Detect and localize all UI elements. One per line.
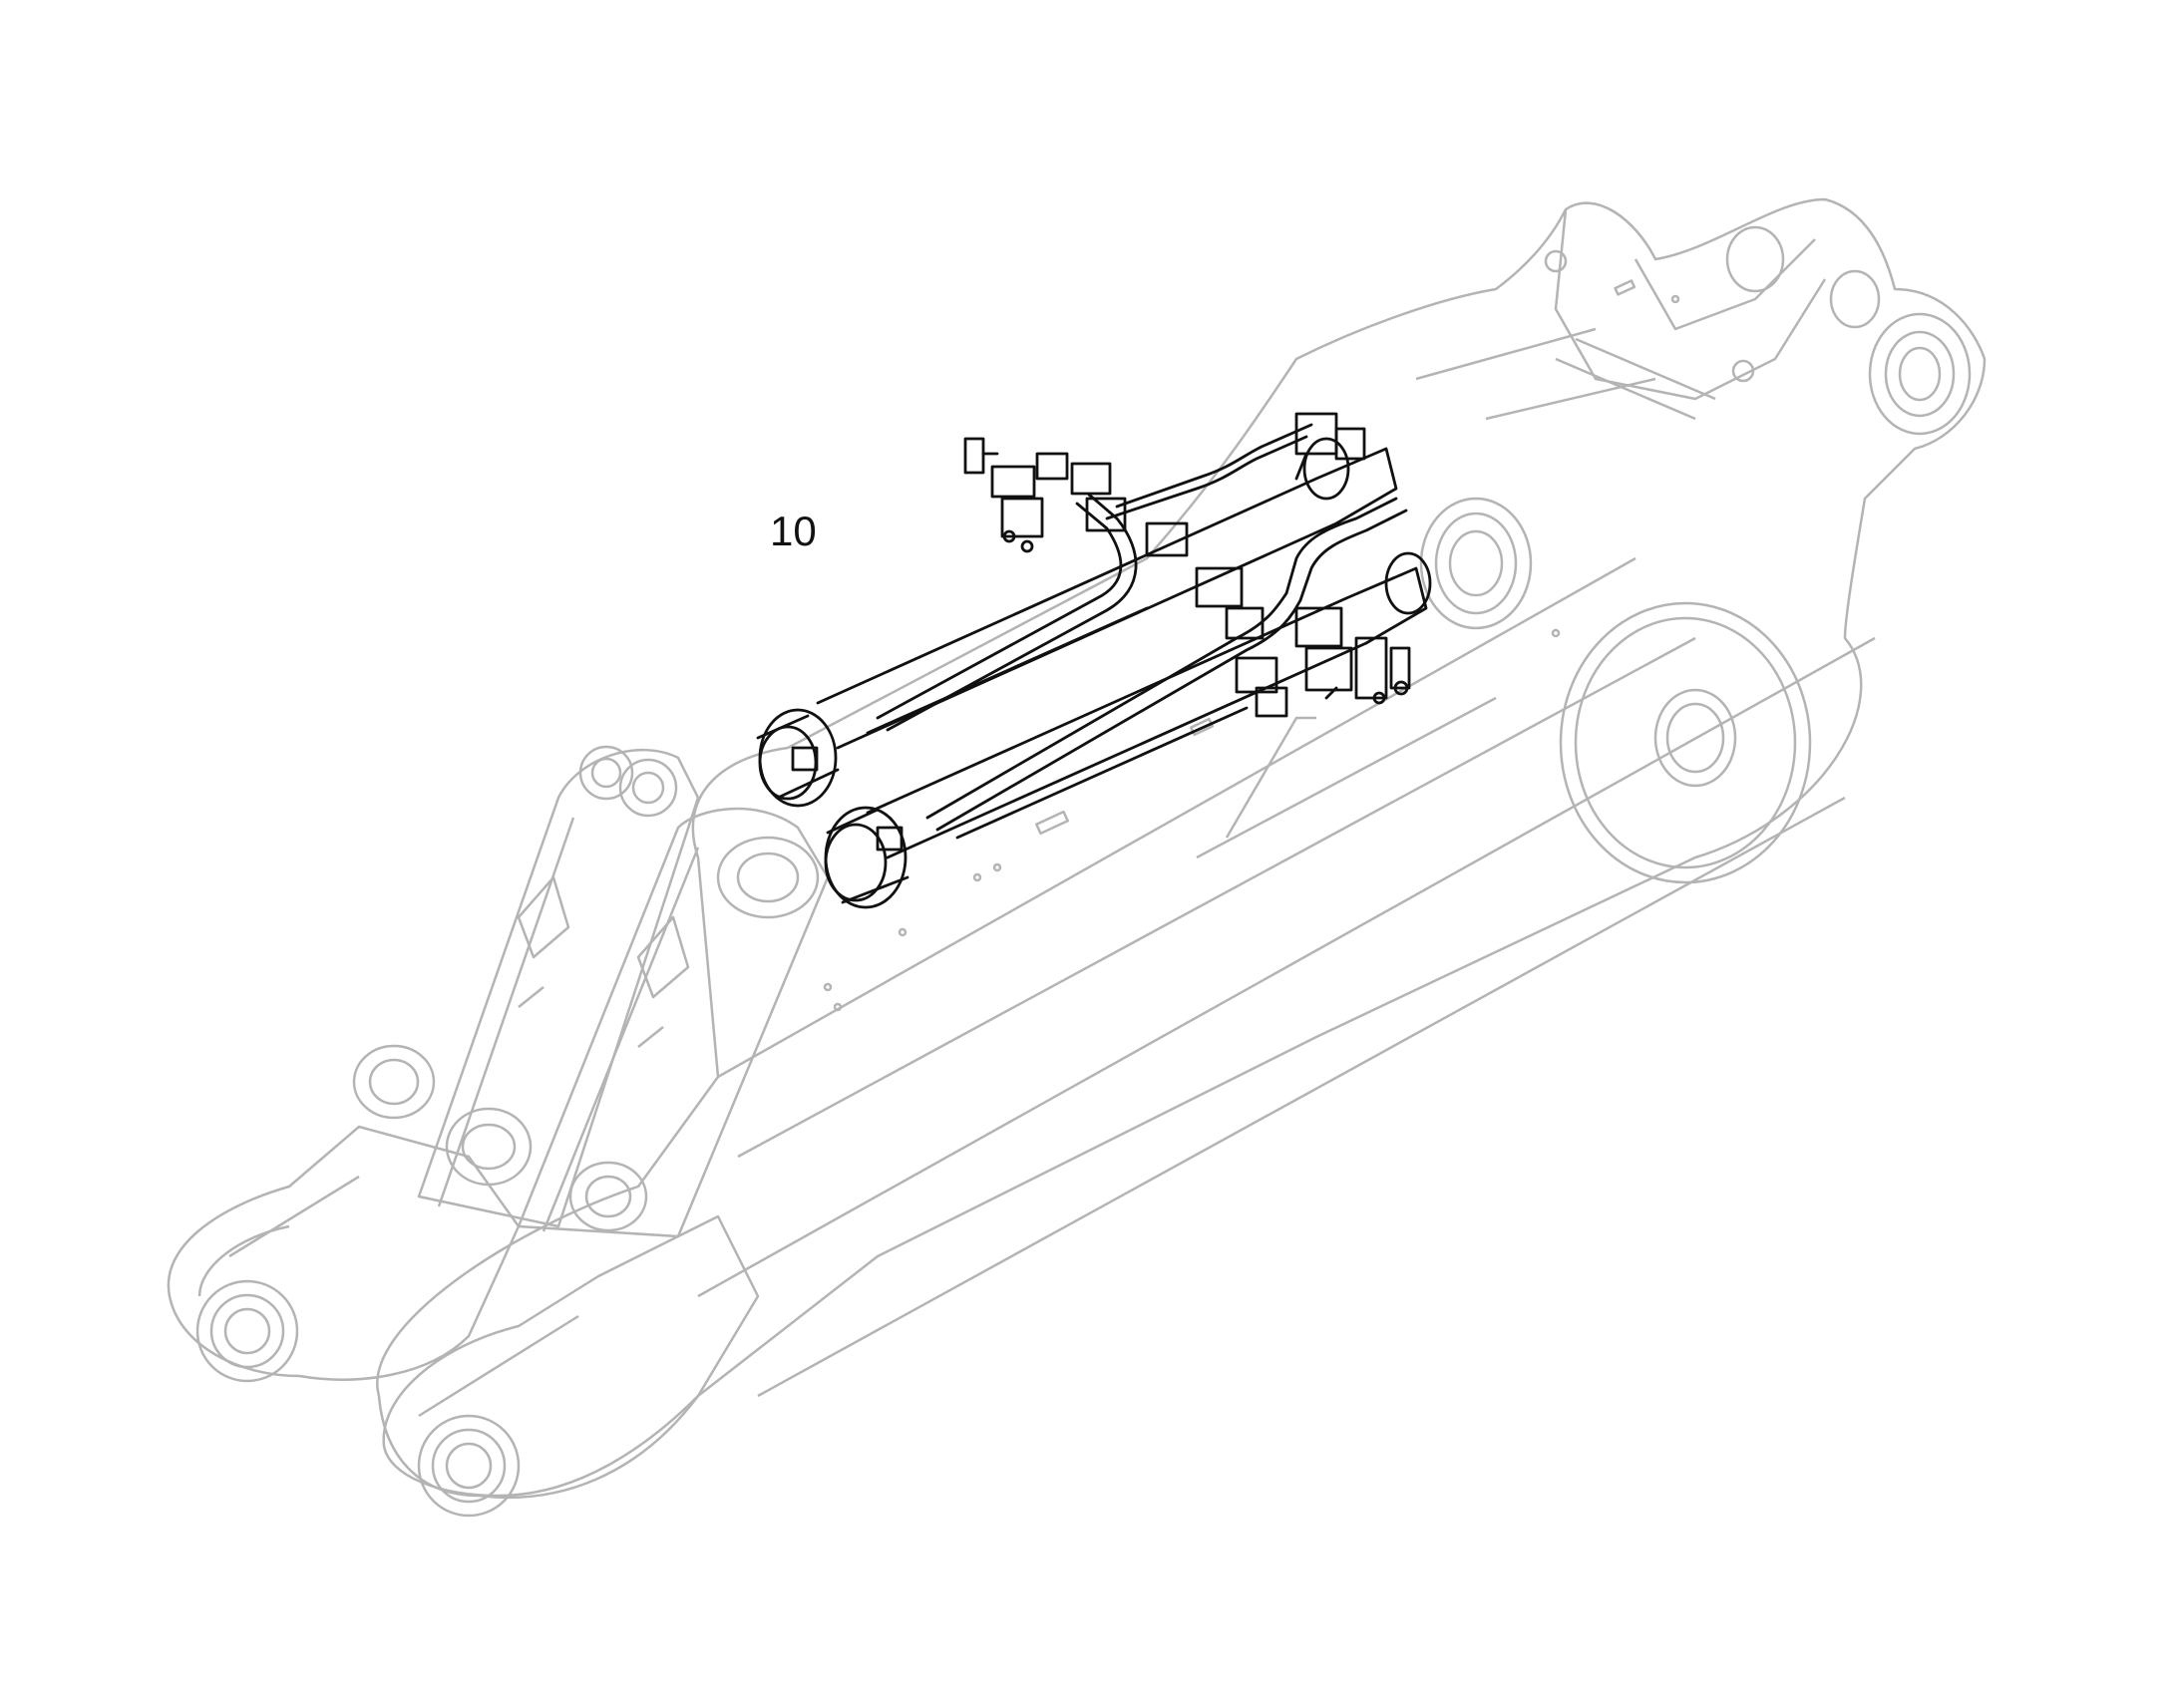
hydraulic-pipe-upper [876,502,1123,720]
hydraulic-pipe-cross [1105,435,1308,520]
callout-label: 10 [770,508,817,554]
clamp-lower-left [1235,656,1288,718]
valve-block-right [1294,606,1411,705]
upper-cylinder-barrel [816,477,1318,705]
boom-cylinders [756,412,1432,909]
boom-body [167,197,1987,1518]
clamp-middle [1145,521,1265,640]
clamp-upper-right [1294,412,1366,481]
lower-cylinder-barrel [866,596,1348,815]
front-linkage [352,745,830,1238]
valve-block-upper [963,437,1127,553]
